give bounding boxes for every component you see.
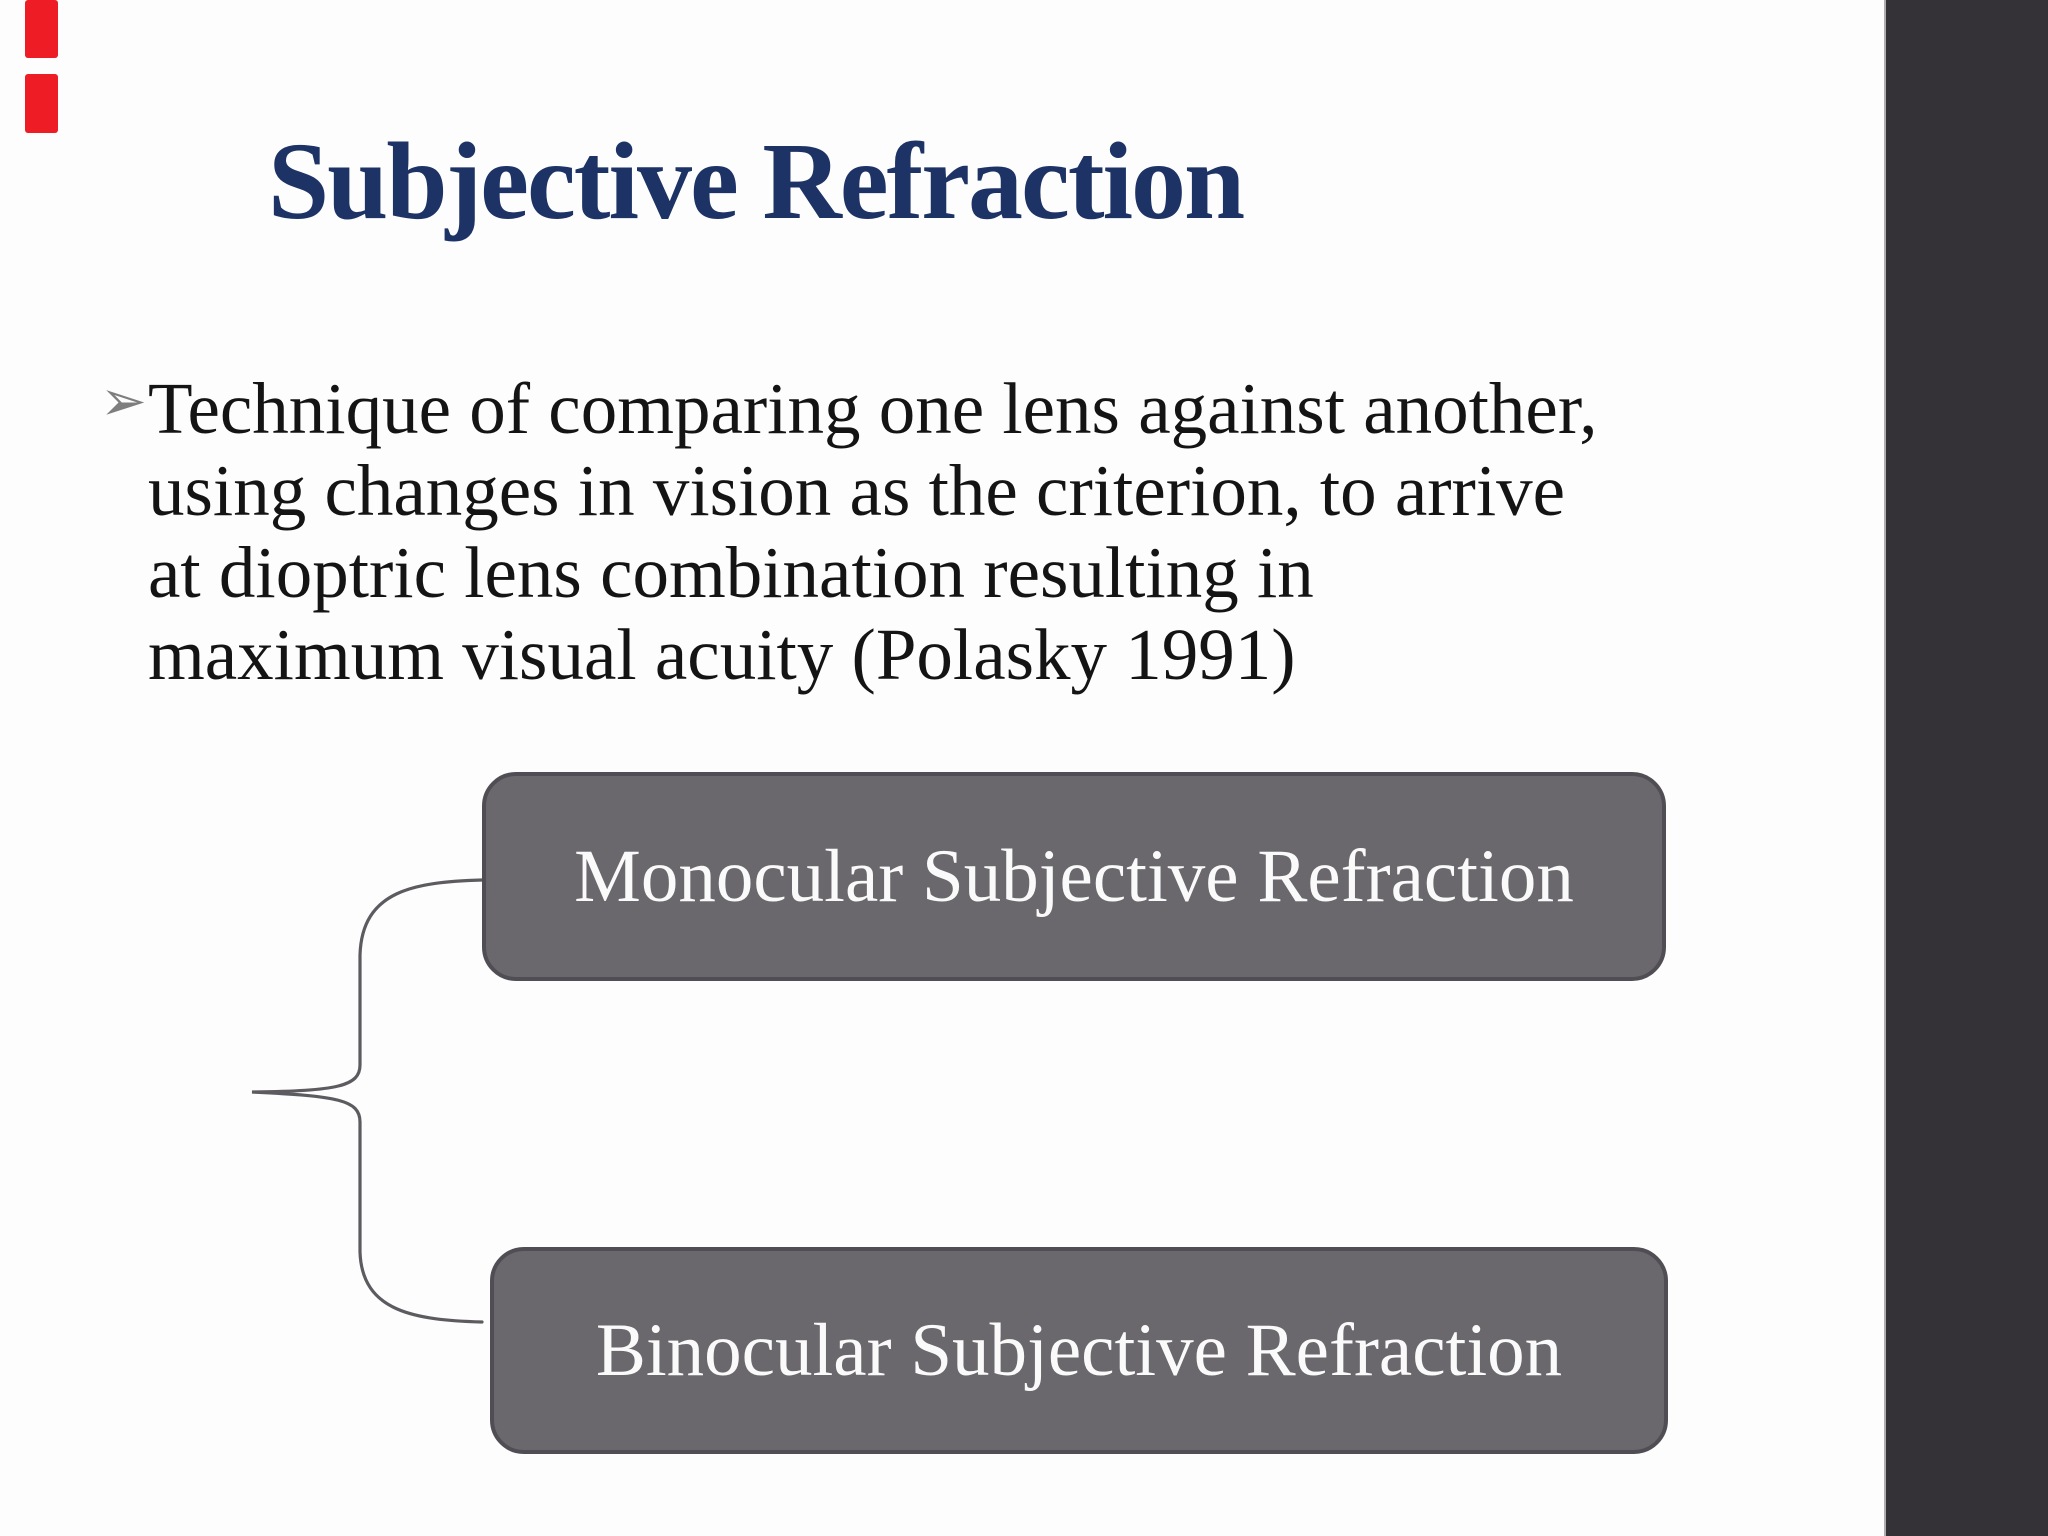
bullet-paragraph: ➢Technique of comparing one lens against… xyxy=(100,368,1830,696)
red-edge-mark-icon xyxy=(25,0,58,58)
node-label: Binocular Subjective Refraction xyxy=(595,1308,1563,1392)
dark-side-panel xyxy=(1886,0,2048,1536)
arrow-bullet-icon: ➢ xyxy=(100,371,147,433)
diagram-node-monocular: Monocular Subjective Refraction xyxy=(482,772,1666,981)
red-edge-mark-icon xyxy=(25,74,58,133)
node-label: Monocular Subjective Refraction xyxy=(574,834,1574,918)
slide-edge-divider xyxy=(1884,0,1886,1536)
diagram-node-binocular: Binocular Subjective Refraction xyxy=(490,1247,1668,1454)
presentation-slide: Subjective Refraction ➢Technique of comp… xyxy=(25,0,1830,1454)
slide-title: Subjective Refraction xyxy=(268,120,1245,242)
left-curly-brace-connector xyxy=(251,878,484,1324)
bullet-text: Technique of comparing one lens against … xyxy=(148,368,1598,695)
